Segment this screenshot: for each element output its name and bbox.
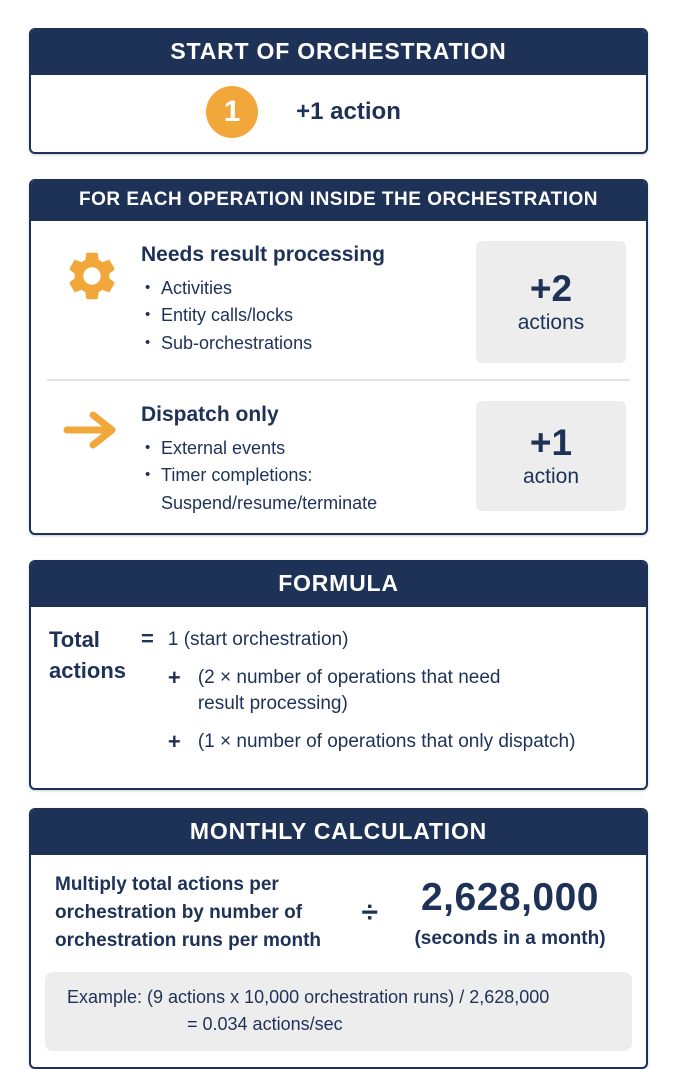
bullet-sub-orchestrations: Sub-orchestrations [141,330,464,357]
start-of-orchestration-card: START OF ORCHESTRATION 1 +1 action [29,28,648,154]
bullet-external-events: External events [141,435,464,462]
row-divider [47,379,630,381]
seconds-per-month: 2,628,000 (seconds in a month) [392,876,628,950]
example-line-2: = 0.034 actions/sec [187,1014,343,1035]
monthly-calculation-header: MONTHLY CALCULATION [31,810,646,856]
plus-one-value: +1 [529,421,573,463]
seconds-per-month-caption: (seconds in a month) [414,927,606,949]
formula-rhs: 1 (start orchestration) + (2 × number of… [168,625,626,766]
needs-result-processing-text: Needs result processing Activities Entit… [141,241,464,357]
formula-card: FORMULA Total actions = 1 (start orchest… [29,560,648,791]
bullet-activities: Activities [141,275,464,302]
per-operation-header: FOR EACH OPERATION INSIDE THE ORCHESTRAT… [31,181,646,221]
formula-term-1: 1 (start orchestration) [167,629,349,651]
dispatch-only-title: Dispatch only [141,403,279,426]
example-box: Example: (9 actions x 10,000 orchestrati… [45,972,632,1052]
plus-one-action-label: +1 action [296,98,401,125]
equals-sign: = [141,626,154,652]
formula-lhs: Total actions [49,625,135,766]
plus-two-unit: actions [517,311,585,335]
per-operation-card: FOR EACH OPERATION INSIDE THE ORCHESTRAT… [29,179,648,536]
needs-result-processing-title: Needs result processing [141,243,385,266]
arrow-right-icon [43,401,141,453]
dispatch-only-row: Dispatch only External events Timer comp… [31,381,646,533]
plus-two-value: +2 [529,267,573,309]
formula-term-2-text: (2 × number of operations that need resu… [197,666,501,715]
needs-result-processing-bullets: Activities Entity calls/locks Sub-orches… [141,275,464,357]
formula-lhs-actions: actions [49,657,127,683]
bullet-timer-continuation: Suspend/resume/terminate [161,492,378,513]
formula-lhs-total: Total [49,627,100,653]
bullet-timer-completions: Timer completions: Suspend/resume/termin… [141,462,464,517]
plus-one-unit: action [522,465,580,489]
formula-term-3: + (1 × number of operations that only di… [168,729,626,756]
step-one-number: 1 [223,95,241,128]
plus-sign: + [167,728,181,754]
start-of-orchestration-header: START OF ORCHESTRATION [31,30,646,75]
dispatch-only-bullets: External events Timer completions: Suspe… [141,435,464,517]
example-line-1: Example: (9 actions x 10,000 orchestrati… [67,987,550,1008]
seconds-per-month-value: 2,628,000 [420,875,599,919]
plus-one-action-badge: +1 action [476,401,626,511]
step-one-badge: 1 [206,86,259,138]
plus-sign: + [167,664,181,690]
divide-symbol: ÷ [361,895,378,929]
formula-body: Total actions = 1 (start orchestration) … [31,607,646,788]
monthly-instruction: Multiply total actions per orchestration… [55,874,322,951]
needs-result-processing-row: Needs result processing Activities Entit… [31,221,646,379]
monthly-calculation-body: Multiply total actions per orchestration… [31,855,646,960]
formula-term-2: + (2 × number of operations that need re… [168,665,626,718]
formula-header: FORMULA [31,562,646,608]
formula-term-3-text: (1 × number of operations that only disp… [197,730,576,752]
gear-icon [43,241,141,305]
monthly-calculation-card: MONTHLY CALCULATION Multiply total actio… [29,808,648,1069]
bullet-entity-calls: Entity calls/locks [141,302,464,329]
start-of-orchestration-body: 1 +1 action [31,75,611,152]
plus-two-actions-badge: +2 actions [476,241,626,363]
dispatch-only-text: Dispatch only External events Timer comp… [141,401,464,517]
